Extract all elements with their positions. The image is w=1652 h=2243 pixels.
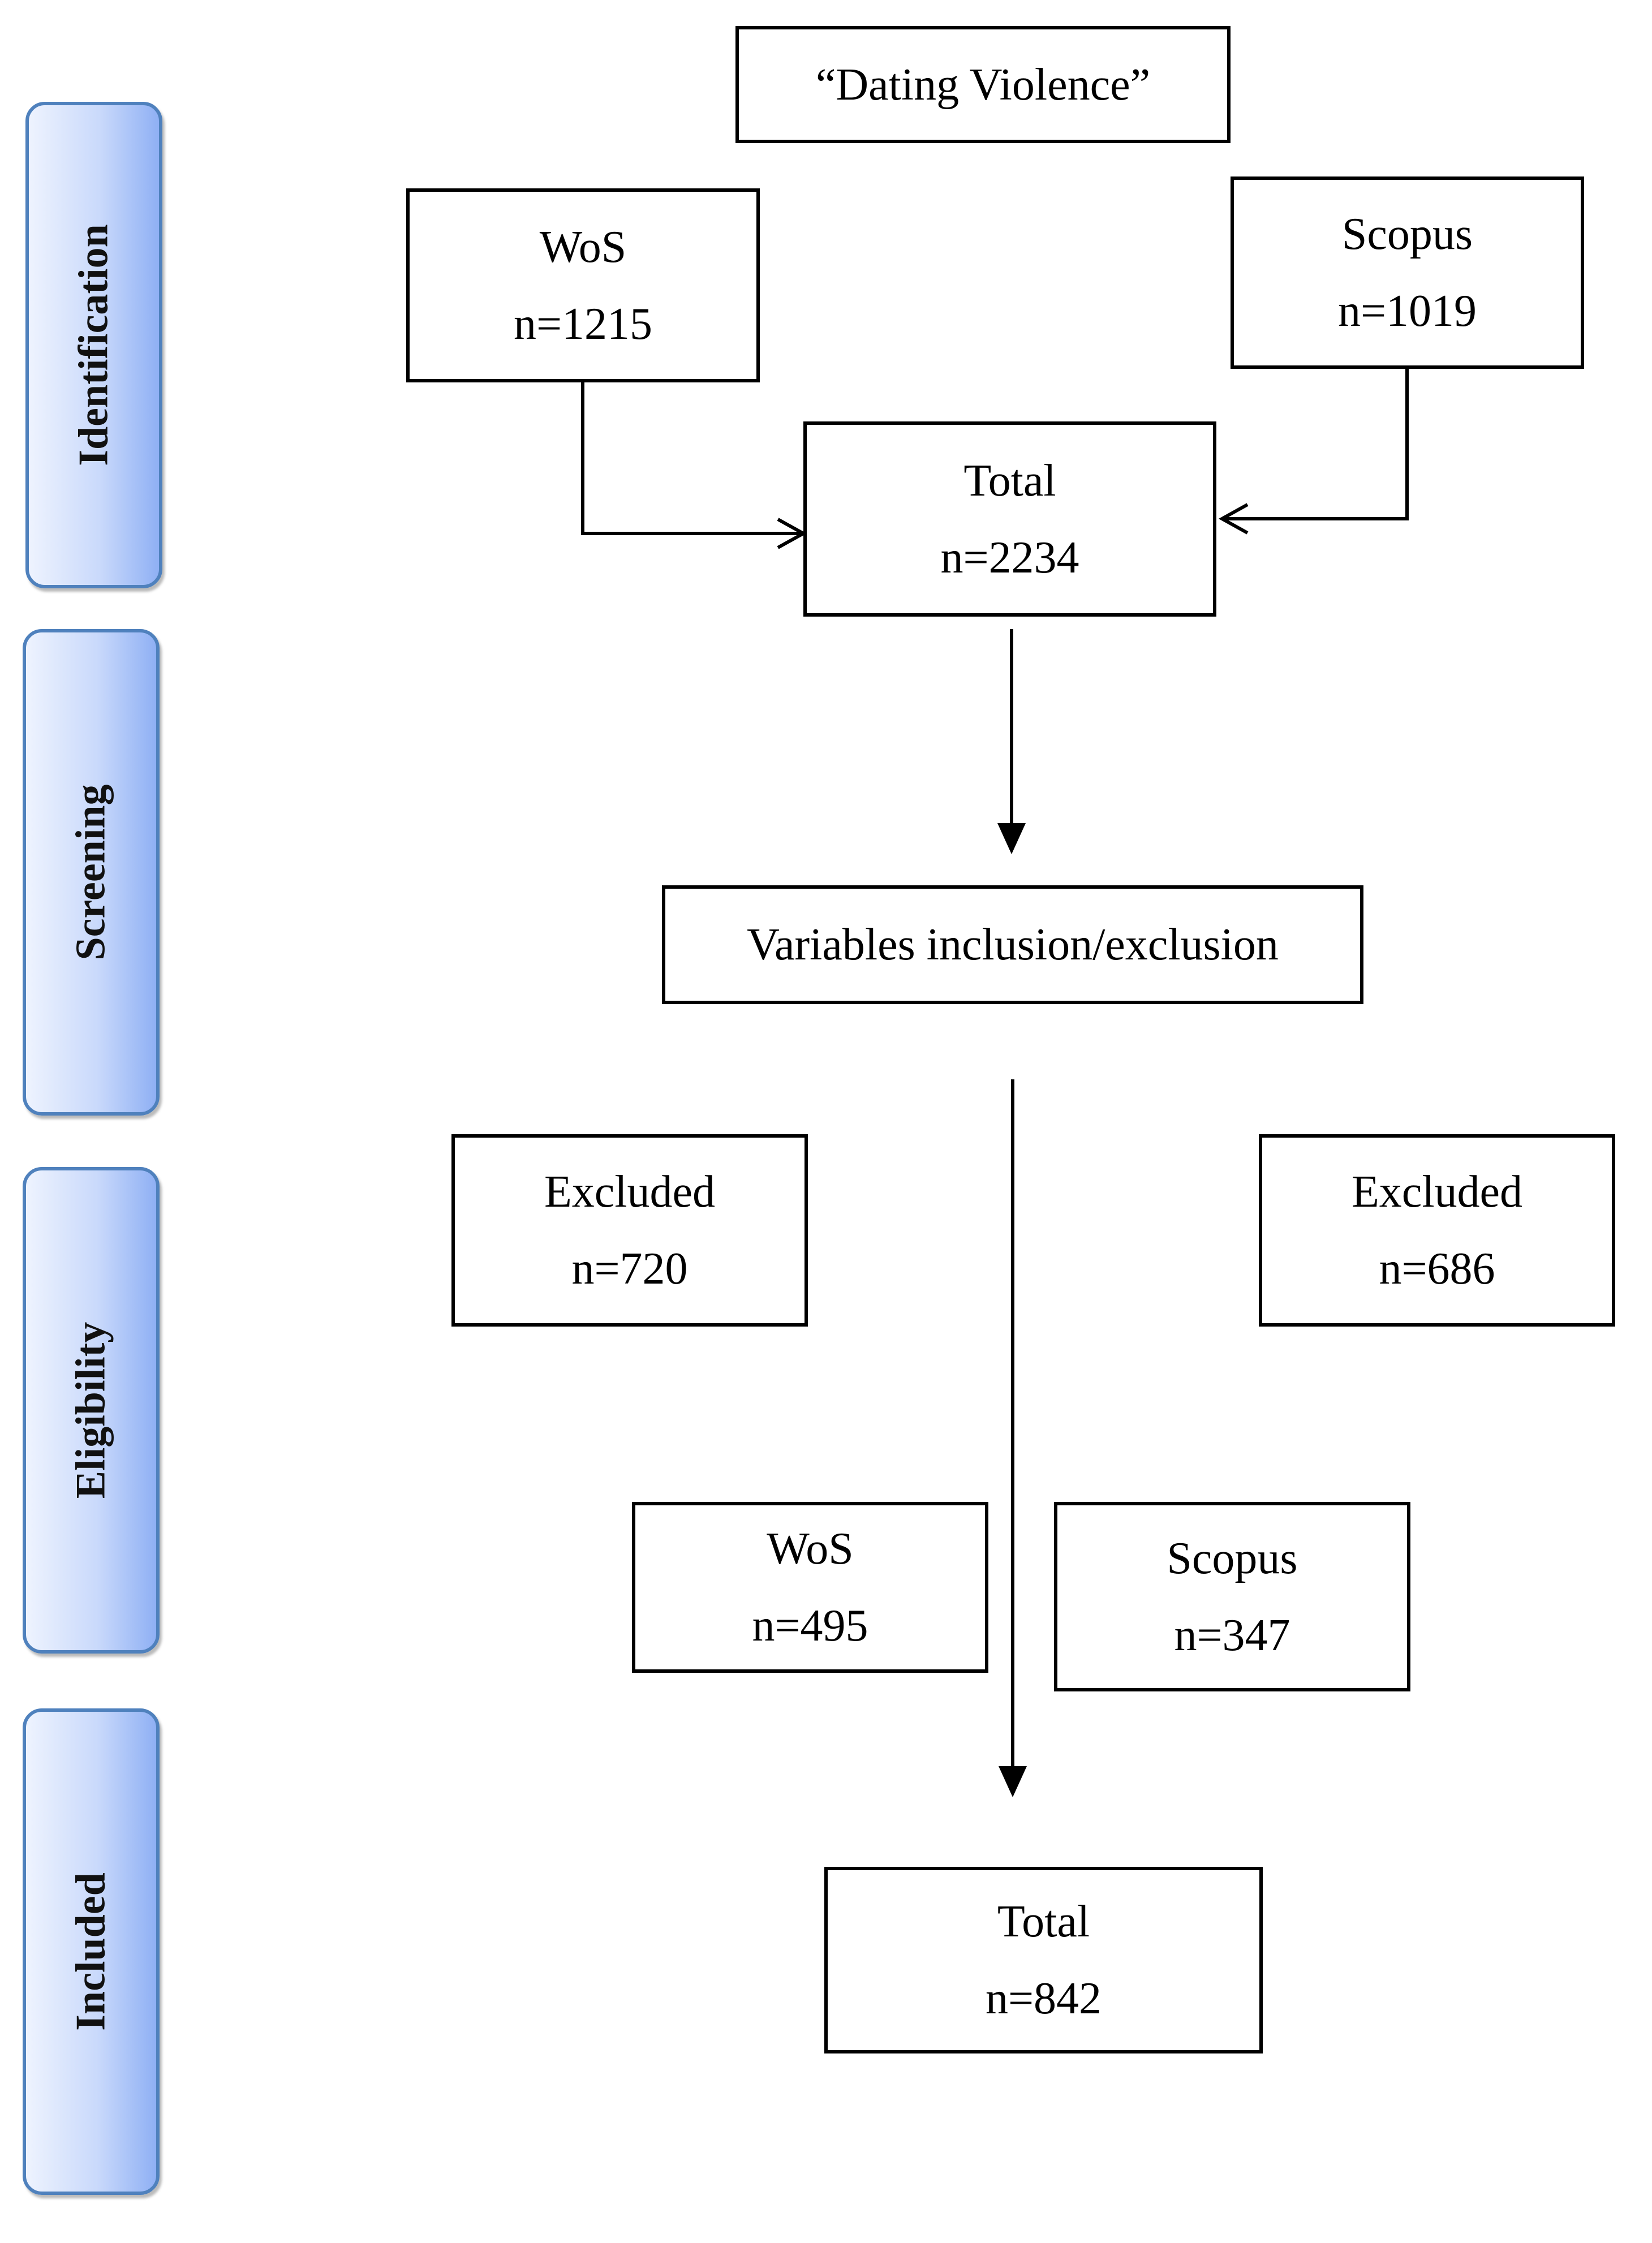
identified-total-count: n=2234 [940,532,1079,583]
excluded-wos-box: Excluded n=720 [451,1134,808,1327]
wos-identified-box: WoS n=1215 [406,188,760,382]
screening-box: Variables inclusion/exclusion [662,885,1363,1004]
identified-total-box: Total n=2234 [803,421,1216,617]
connector-wos-to-total [581,382,803,535]
excluded-wos-name: Excluded [544,1167,716,1217]
stage-screening: Screening [23,629,160,1116]
scopus-identified-name: Scopus [1341,209,1473,259]
included-total-name: Total [997,1897,1090,1947]
arrowhead-down [999,1766,1027,1797]
screening-label: Variables inclusion/exclusion [747,920,1279,970]
wos-eligible-box: WoS n=495 [632,1502,988,1673]
arrowhead-down [997,823,1026,854]
search-term-label: “Dating Violence” [815,59,1151,110]
scopus-identified-box: Scopus n=1019 [1231,176,1584,369]
stage-eligibility: Eligibility [23,1167,160,1654]
scopus-eligible-name: Scopus [1167,1533,1298,1583]
scopus-eligible-box: Scopus n=347 [1054,1502,1410,1691]
wos-identified-name: WoS [539,222,627,272]
arrowhead-open-left [1218,503,1249,535]
excluded-scopus-name: Excluded [1351,1167,1523,1217]
stage-identification: Identification [25,102,162,588]
included-total-count: n=842 [985,1974,1102,2024]
identified-total-name: Total [963,455,1056,506]
wos-eligible-name: WoS [767,1524,854,1574]
excluded-scopus-box: Excluded n=686 [1259,1134,1615,1327]
wos-identified-count: n=1215 [513,299,653,349]
stage-included: Included [23,1708,160,2195]
scopus-eligible-count: n=347 [1174,1610,1290,1660]
scopus-identified-count: n=1019 [1337,286,1477,336]
excluded-wos-count: n=720 [571,1244,688,1294]
wos-eligible-count: n=495 [752,1601,868,1651]
excluded-scopus-count: n=686 [1379,1244,1495,1294]
connector-scopus-to-total [1222,369,1409,520]
search-term-box: “Dating Violence” [735,26,1231,143]
included-total-box: Total n=842 [824,1867,1263,2053]
